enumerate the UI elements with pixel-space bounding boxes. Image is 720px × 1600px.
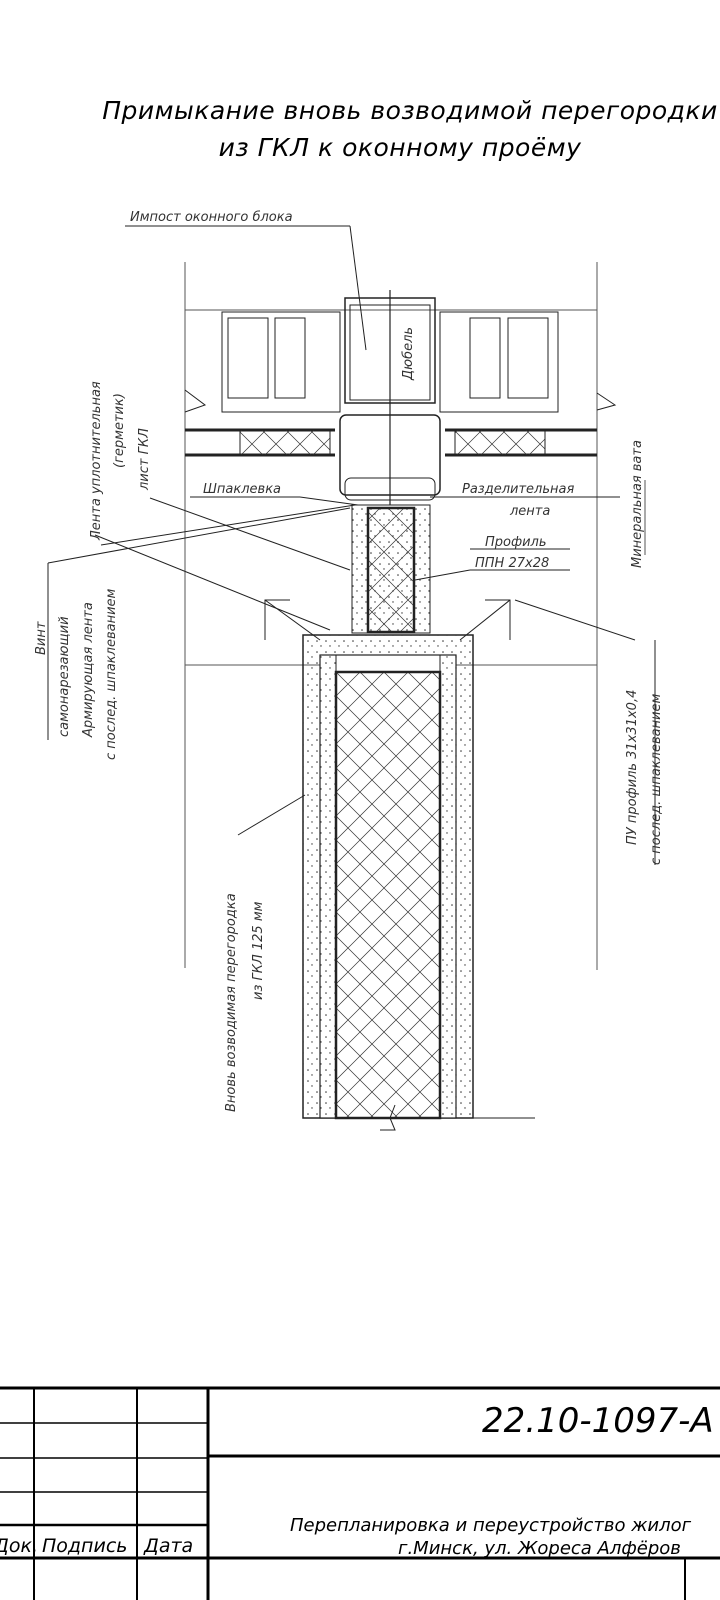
label-reinf-tape-2: с послед. шпаклеванием: [104, 588, 119, 760]
title-block: [0, 1386, 720, 1600]
label-sealant: (герметик): [112, 393, 127, 468]
label-gkl-sheet: лист ГКЛ: [137, 428, 152, 491]
label-impost: Импост оконного блока: [130, 210, 293, 225]
window-frame: [185, 290, 597, 505]
label-pu-profile-1: ПУ профиль 31х31х0,4: [625, 690, 640, 845]
project-title-line2: г.Минск, ул. Жореса Алфёров: [398, 1538, 681, 1559]
label-screw-2: самонарезающий: [57, 616, 72, 737]
label-partition-2: из ГКЛ 125 мм: [251, 901, 266, 1000]
label-separating-tape-2: лента: [509, 504, 550, 519]
label-screw-1: Винт: [34, 621, 49, 655]
col-signature: Подпись: [42, 1535, 127, 1557]
label-putty: Шпаклевка: [203, 482, 281, 497]
document-code: 22.10-1097-А: [482, 1401, 714, 1441]
label-dowel: Дюбель: [401, 327, 416, 381]
label-profile-2: ППН 27х28: [475, 556, 549, 571]
label-reinf-tape-1: Армирующая лента: [81, 602, 96, 738]
label-mineral-wool: Минеральная вата: [630, 440, 645, 568]
partition-top: [351, 504, 431, 634]
label-profile-1: Профиль: [485, 535, 547, 550]
label-sealing-tape: Лента уплотнительная: [89, 381, 104, 541]
project-title-line1: Перепланировка и переустройство жилог: [290, 1515, 692, 1536]
label-pu-profile-2: с послед. шпаклеванием: [649, 693, 664, 865]
label-partition-1: Вновь возводимая перегородка: [224, 893, 239, 1112]
label-separating-tape-1: Разделительная: [462, 482, 574, 497]
partition-main: [302, 634, 535, 1131]
drawing-title-line2: из ГКЛ к оконному проёму: [218, 133, 582, 162]
col-date: Дата: [143, 1535, 193, 1557]
drawing-title-line1: Примыкание вновь возводимой перегородки: [102, 96, 718, 125]
col-doc: Док.: [0, 1535, 38, 1557]
